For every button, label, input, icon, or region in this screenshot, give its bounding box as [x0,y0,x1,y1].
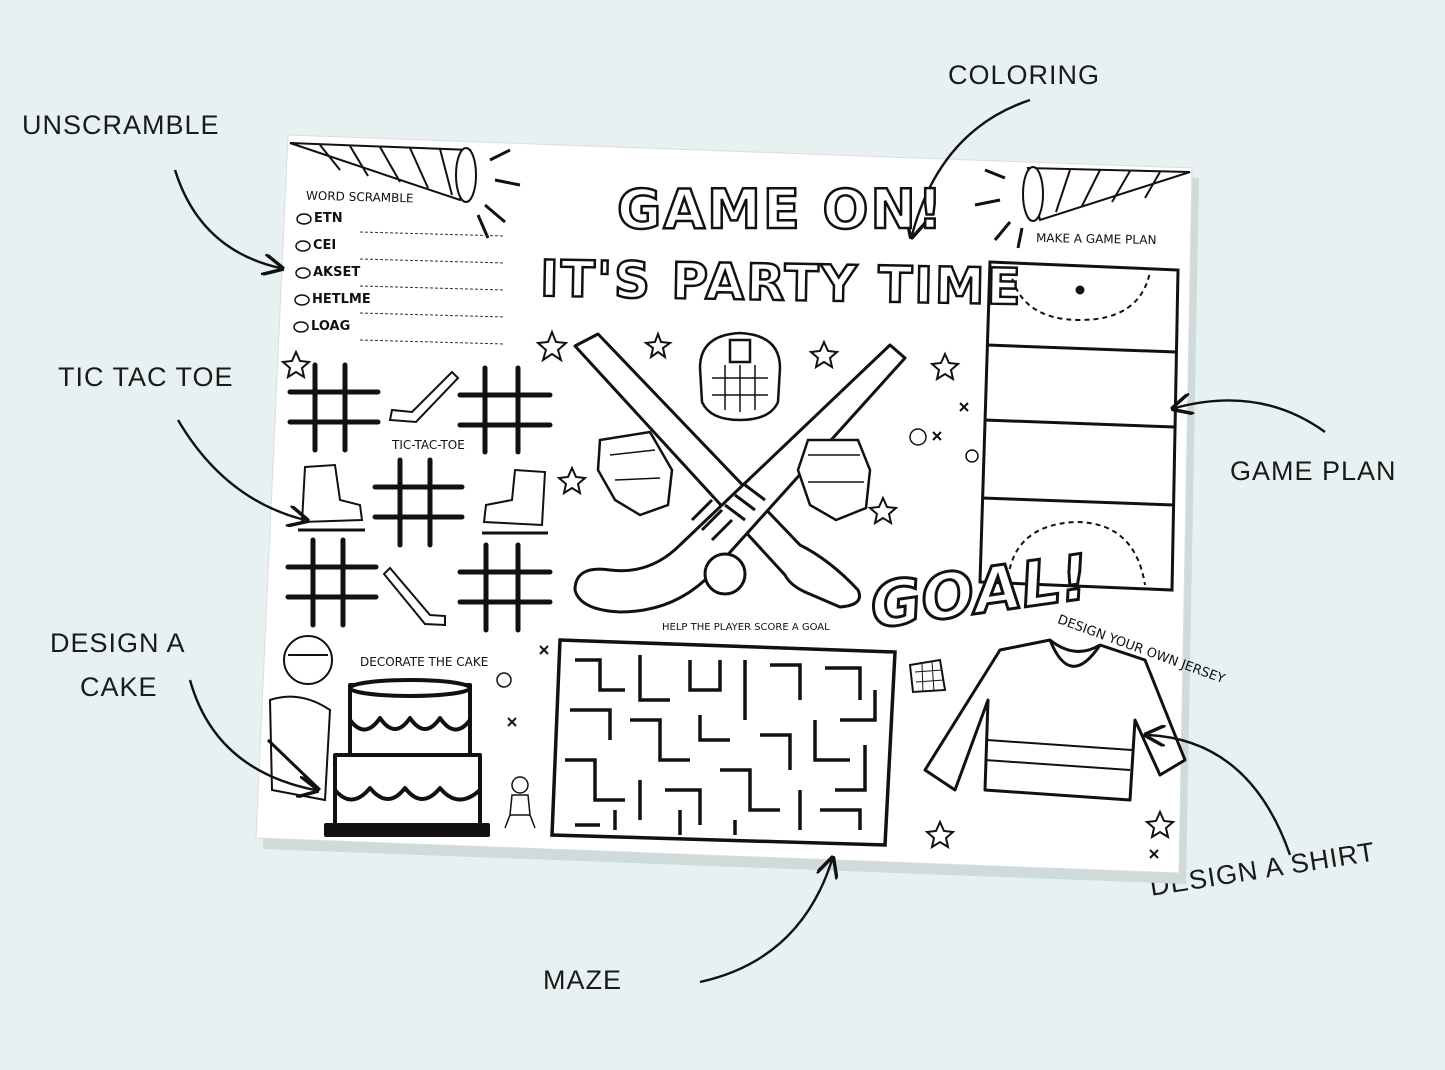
arrow-design-shirt [1148,735,1292,856]
maze-label: HELP THE PLAYER SCORE A GOAL [662,622,830,633]
sheet-title-line2: IT'S PARTY TIME [538,249,1024,318]
cake-icon [324,678,490,837]
scramble-word-3: AKSET [313,265,361,280]
arrow-tic-tac-toe [176,419,305,520]
arrow-coloring [912,98,1031,235]
scramble-word-2: CEI [313,238,337,253]
scramble-word-5: LOAG [311,319,351,334]
crossed-hockey-sticks-icon [573,332,907,614]
puck-icons [293,213,312,333]
tic-tac-toe-label: TIC-TAC-TOE [392,438,465,452]
callout-coloring: COLORING [948,60,1101,90]
arrow-game-plan [1175,400,1326,433]
cake-label: DECORATE THE CAKE [360,655,489,669]
hockey-glove-left-icon [596,430,674,517]
callout-design-cake-line2: CAKE [80,672,158,702]
word-scramble-blanks [359,231,506,345]
tic-tac-toe-grids [285,362,553,633]
party-horn-right-icon [974,166,1191,249]
small-puck-icons [496,428,979,688]
scramble-word-1: ETN [314,211,343,226]
arrow-design-cake [188,679,315,790]
small-stick-icons [382,370,460,627]
hockey-glove-right-icon [796,438,872,522]
game-plan-rink [978,260,1180,592]
x-mark-icons [507,402,1159,859]
arrow-unscramble [173,169,280,268]
star-icons [280,329,1176,850]
goalie-helmet-icon [698,331,782,422]
ball-icon [703,552,747,596]
callout-design-cake-line1: DESIGN A [50,628,186,658]
arrow-maze [699,860,832,984]
mini-player-icon [504,776,536,829]
skate-icons [298,463,548,535]
callout-tic-tac-toe: TIC TAC TOE [58,362,234,392]
word-scramble-heading: WORD SCRAMBLE [305,188,414,206]
callout-arrows [173,98,1326,984]
maze-graphic [550,638,897,847]
callout-maze: MAZE [543,965,623,995]
game-plan-label: MAKE A GAME PLAN [1035,230,1157,248]
scramble-word-4: HETLME [312,292,371,307]
callout-unscramble: UNSCRAMBLE [22,110,220,140]
goal-net-icon [908,658,947,694]
callout-game-plan: GAME PLAN [1230,456,1397,486]
jersey-outline-icon [923,638,1187,802]
party-horn-left-icon [289,142,521,239]
sheet-title-line1: GAME ON! [616,177,945,243]
